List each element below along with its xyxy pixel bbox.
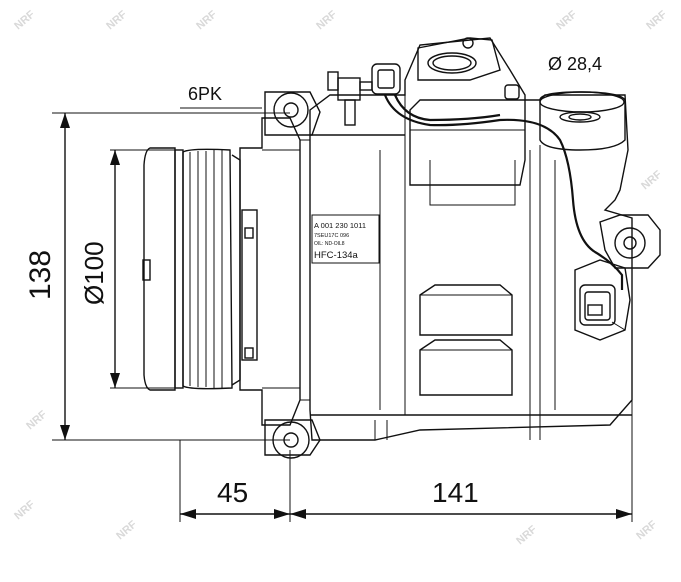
compressor-body bbox=[309, 37, 633, 441]
pulley bbox=[142, 147, 241, 391]
front-offset-label: 45 bbox=[217, 477, 248, 508]
front-housing bbox=[239, 117, 310, 426]
watermark-group: NRF NRF NRF NRF NRF NRF NRF NRF NRF NRF … bbox=[12, 8, 669, 547]
belt-profile-label: 6PK bbox=[188, 84, 222, 104]
mounting-ear-rear bbox=[599, 214, 661, 269]
watermark-nrf: NRF bbox=[12, 8, 37, 32]
watermark-nrf: NRF bbox=[634, 518, 659, 542]
electrical-connector-top bbox=[327, 63, 401, 126]
watermark-nrf: NRF bbox=[314, 8, 339, 32]
watermark-nrf: NRF bbox=[104, 8, 129, 32]
height-dimension-label: 138 bbox=[24, 250, 57, 300]
serial-text: 7SEU17C 096 bbox=[314, 233, 349, 239]
label-plate: A 001 230 1011 7SEU17C 096 OIL: ND-OIL8 … bbox=[311, 214, 380, 264]
mounting-ear-top bbox=[264, 91, 321, 136]
electrical-connector-right bbox=[574, 259, 631, 341]
watermark-nrf: NRF bbox=[12, 498, 37, 522]
watermark-nrf: NRF bbox=[194, 8, 219, 32]
wire-cable bbox=[383, 94, 624, 290]
dimension-lengths: 45 141 bbox=[179, 400, 633, 522]
watermark-nrf: NRF bbox=[114, 518, 139, 542]
watermark-nrf: NRF bbox=[644, 8, 669, 32]
port-diameter-label: Ø 28,4 bbox=[548, 54, 602, 74]
dimension-pulley-diameter: Ø100 bbox=[79, 149, 180, 389]
watermark-nrf: NRF bbox=[514, 523, 539, 547]
dimension-height: 138 bbox=[24, 112, 290, 441]
watermark-nrf: NRF bbox=[554, 8, 579, 32]
oil-text: OIL: ND-OIL8 bbox=[314, 241, 345, 247]
belt-profile-callout: 6PK bbox=[180, 84, 262, 109]
suction-port bbox=[417, 37, 501, 81]
watermark-nrf: NRF bbox=[639, 168, 664, 192]
discharge-port bbox=[539, 91, 626, 151]
body-length-label: 141 bbox=[432, 477, 479, 508]
part-number-text: A 001 230 1011 bbox=[314, 221, 366, 230]
pulley-diameter-label: Ø100 bbox=[79, 241, 109, 305]
wire-cable-inner bbox=[393, 94, 501, 122]
refrigerant-text: HFC-134a bbox=[314, 250, 359, 261]
watermark-nrf: NRF bbox=[24, 408, 49, 432]
